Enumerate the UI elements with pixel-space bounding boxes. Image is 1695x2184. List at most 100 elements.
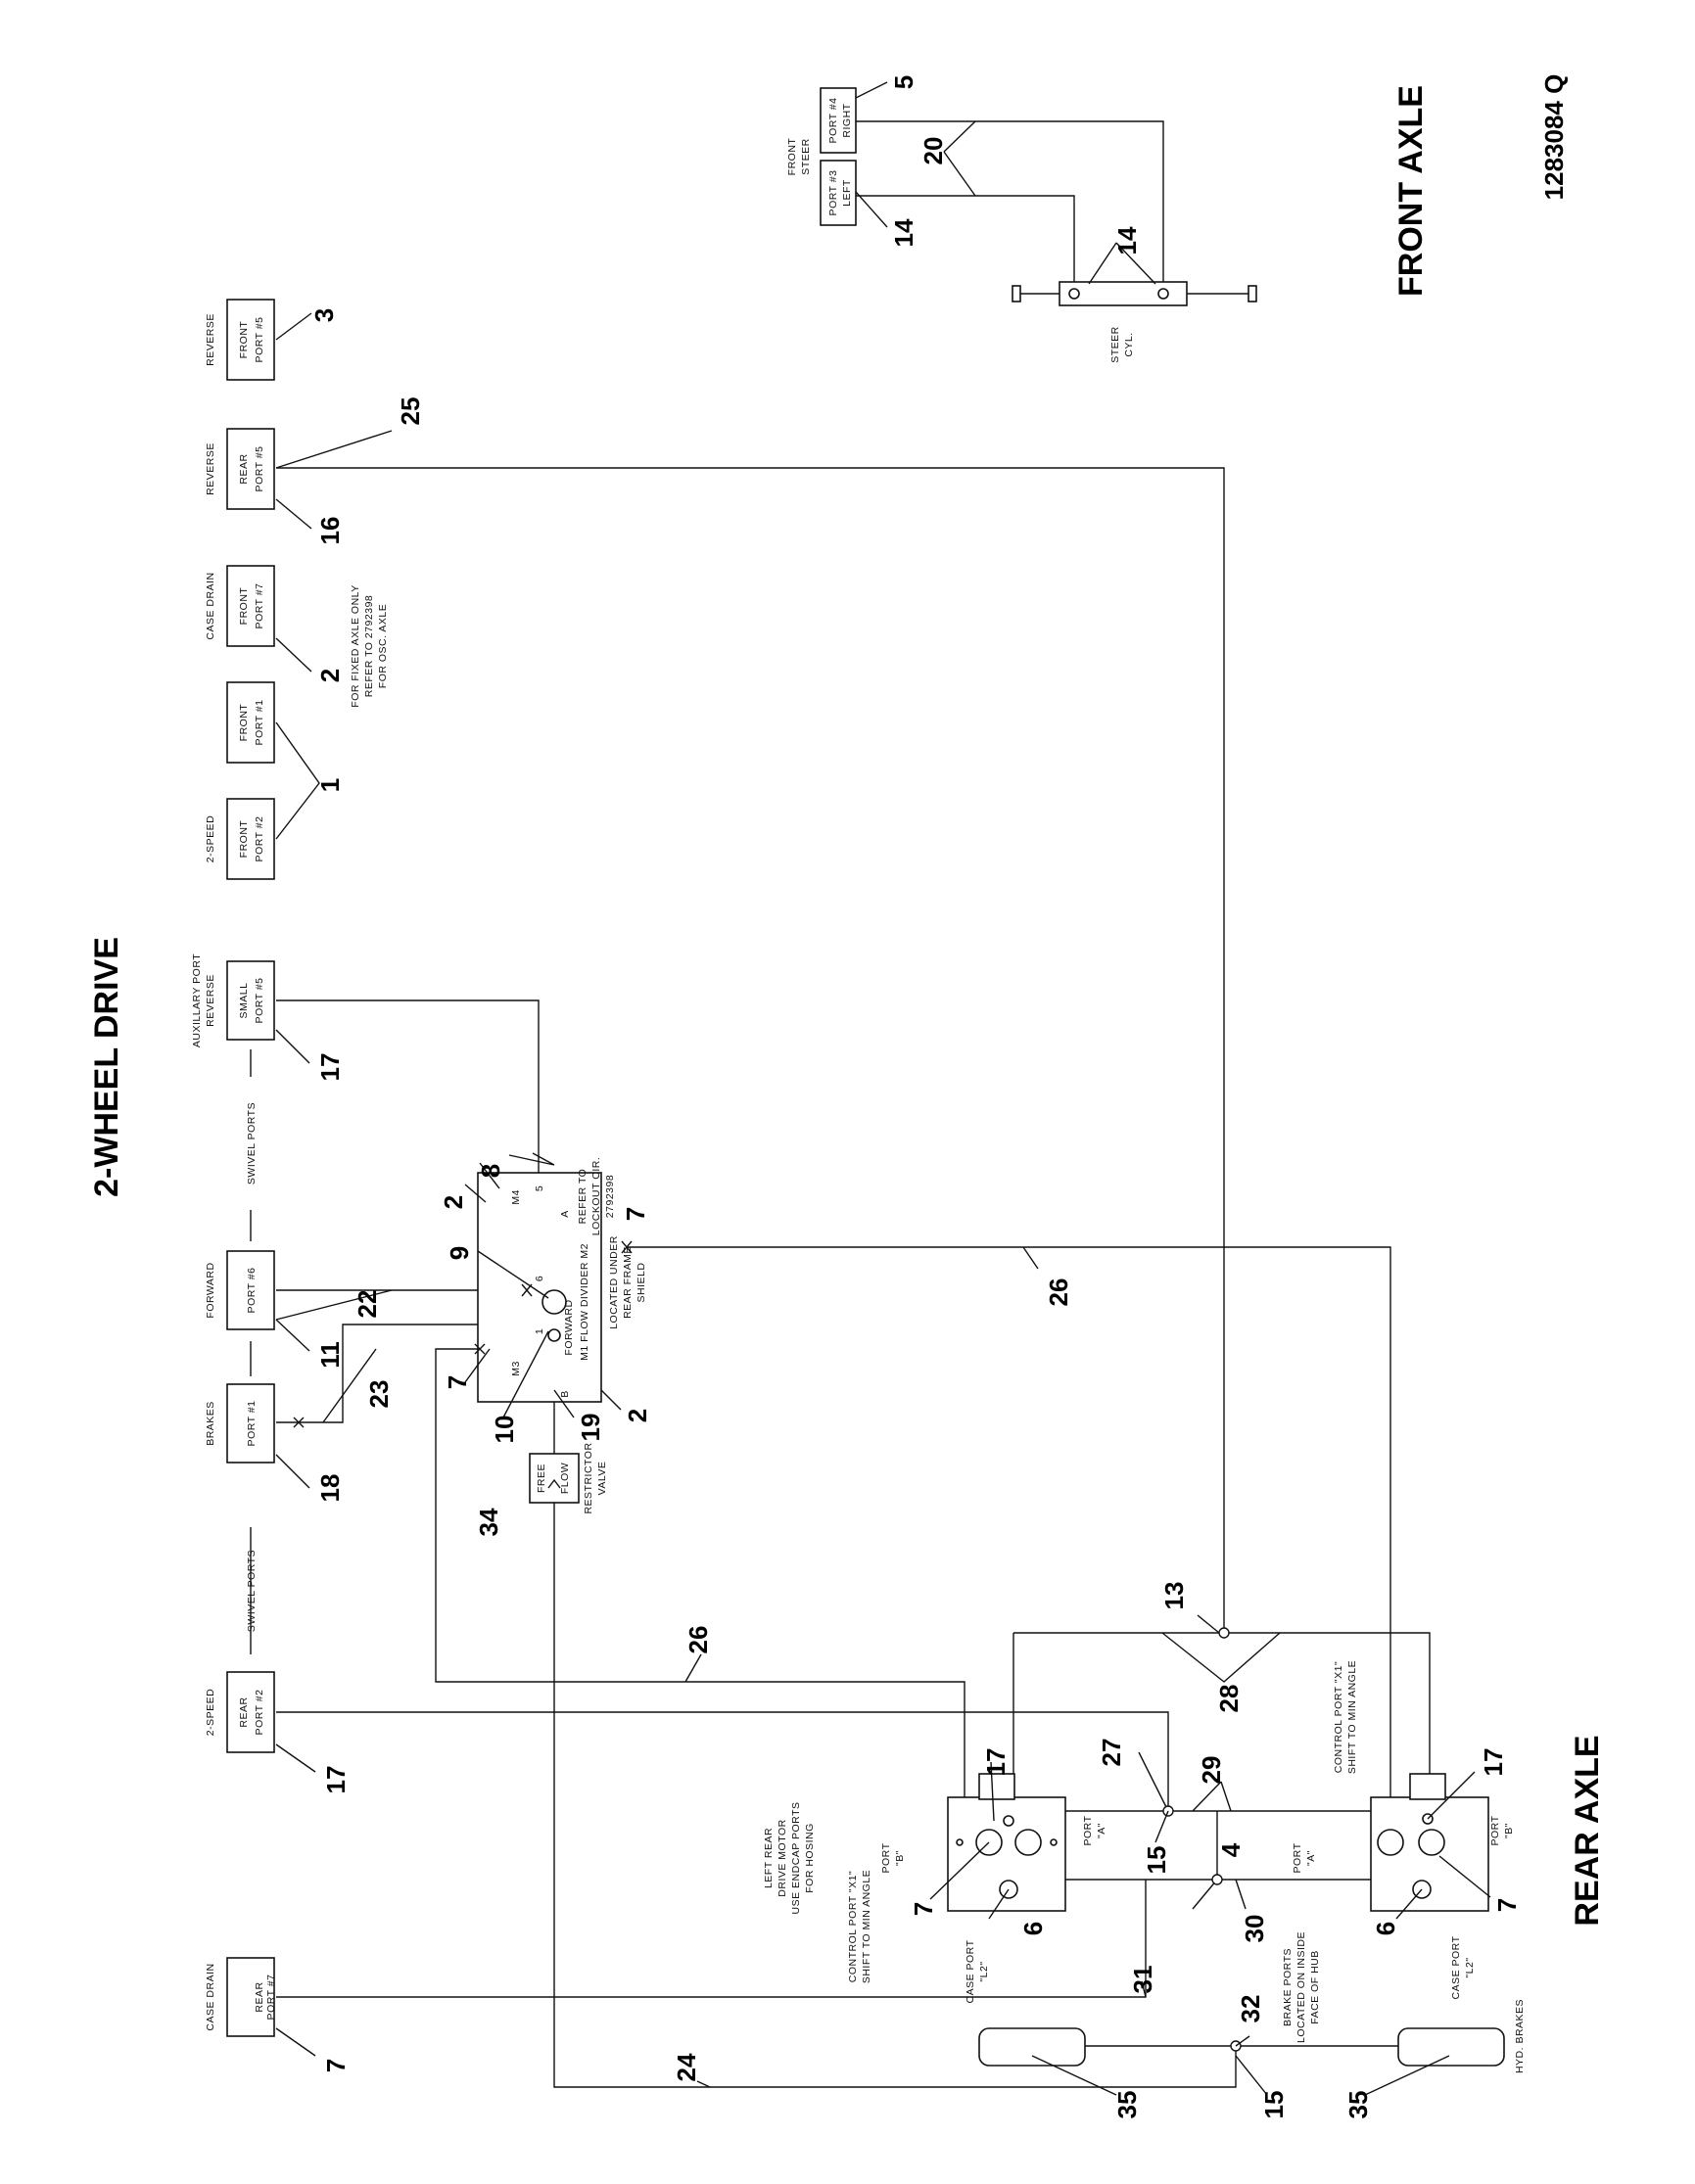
flow-divider-body bbox=[477, 1172, 602, 1403]
title-front-axle: FRONT AXLE bbox=[1392, 85, 1430, 297]
brakes-l1: BRAKES bbox=[205, 1401, 216, 1446]
svg-text:SHIFT TO MIN ANGLE: SHIFT TO MIN ANGLE bbox=[861, 1870, 872, 1983]
svg-text:FOR OSC. AXLE: FOR OSC. AXLE bbox=[377, 604, 389, 688]
case-drain-front-l1: CASE DRAIN bbox=[205, 572, 216, 639]
callout-1: 1 bbox=[315, 778, 345, 792]
svg-text:PORT: PORT bbox=[1082, 1815, 1094, 1845]
swivel-ports-upper: SWIVEL PORTS bbox=[246, 1102, 258, 1185]
svg-text:CONTROL PORT "X1": CONTROL PORT "X1" bbox=[1333, 1661, 1344, 1773]
callout-23: 23 bbox=[364, 1380, 394, 1409]
divider-port-1 bbox=[547, 1328, 561, 1342]
callout-4: 4 bbox=[1216, 1842, 1246, 1857]
forward-box bbox=[226, 1250, 275, 1330]
svg-text:"B": "B" bbox=[894, 1850, 906, 1866]
divider-name-l1: FORWARD bbox=[563, 1299, 575, 1355]
free-flow-arrow bbox=[547, 1478, 561, 1489]
callout-28: 28 bbox=[1214, 1685, 1244, 1713]
front-port1-l2: PORT #1 bbox=[254, 700, 265, 746]
front-port1-l1: FRONT bbox=[238, 704, 250, 742]
two-speed-rear-l3: PORT #2 bbox=[254, 1690, 265, 1736]
callout-14: 14 bbox=[1112, 226, 1142, 255]
flow-divider: M4 M3 A B 5 6 1 FORWARD M1 FLOW DIVIDER … bbox=[293, 1157, 647, 1428]
port3-l1: PORT #3 bbox=[827, 170, 839, 216]
svg-text:CASE PORT: CASE PORT bbox=[1450, 1935, 1462, 1999]
two-speed-rear-l2: REAR bbox=[238, 1696, 250, 1727]
steer-cyl-l1: STEER bbox=[1109, 326, 1121, 363]
callout-7: 7 bbox=[321, 2059, 351, 2072]
svg-text:PORT: PORT bbox=[880, 1842, 892, 1873]
aux-l1: AUXILLARY PORT bbox=[191, 953, 203, 1047]
port4-right-box bbox=[820, 87, 857, 154]
node-13 bbox=[1218, 1627, 1230, 1639]
free-flow-l2: FLOW bbox=[559, 1463, 571, 1494]
node-4 bbox=[1211, 1874, 1223, 1885]
front-steer-l1: FRONT bbox=[786, 138, 798, 176]
swivel-ports-lower: SWIVEL PORTS bbox=[246, 1550, 258, 1632]
callout-17: 17 bbox=[1479, 1748, 1508, 1777]
callout-10: 10 bbox=[490, 1416, 519, 1444]
callout-17: 17 bbox=[981, 1748, 1011, 1777]
case-drain-front-box bbox=[226, 565, 275, 647]
callout-15: 15 bbox=[1259, 2091, 1289, 2119]
callout-26: 26 bbox=[1044, 1278, 1073, 1307]
case-drain-rear-box bbox=[226, 1957, 275, 2037]
title-2-wheel-drive: 2-WHEEL DRIVE bbox=[88, 937, 125, 1197]
callout-7: 7 bbox=[443, 1375, 472, 1389]
front-port1-box bbox=[226, 681, 275, 764]
svg-text:BRAKE PORTS: BRAKE PORTS bbox=[1282, 1948, 1294, 2026]
restrictor-body bbox=[529, 1453, 580, 1504]
aux-reverse-box bbox=[226, 960, 275, 1041]
steer-cylinder: STEER CYL. bbox=[1012, 242, 1257, 363]
brakes-l2: PORT #1 bbox=[246, 1401, 258, 1447]
drawing-number: 1283084 Q bbox=[1539, 74, 1569, 201]
plug-x-m2 bbox=[621, 1240, 633, 1254]
callout-11: 11 bbox=[315, 1341, 345, 1369]
reverse-rear-box bbox=[226, 428, 275, 510]
callout-18: 18 bbox=[315, 1474, 345, 1503]
callout-17: 17 bbox=[315, 1053, 345, 1082]
divider-note-l1: LOCATED UNDER bbox=[608, 1235, 620, 1329]
callout-22: 22 bbox=[353, 1290, 382, 1319]
port4-l2: RIGHT bbox=[841, 103, 853, 137]
svg-text:"A": "A" bbox=[1305, 1850, 1317, 1866]
callout-24: 24 bbox=[672, 2053, 701, 2081]
restrictor-l1: RESTRICTOR bbox=[583, 1442, 594, 1513]
svg-text:"L2": "L2" bbox=[978, 1961, 990, 1981]
svg-text:"A": "A" bbox=[1096, 1823, 1107, 1838]
titles: 2-WHEEL DRIVE FRONT AXLE REAR AXLE 12830… bbox=[88, 74, 1606, 1927]
steer-port-left bbox=[1068, 288, 1080, 300]
callout-35: 35 bbox=[1343, 2091, 1373, 2119]
divider-b: B bbox=[559, 1390, 571, 1398]
svg-text:FOR FIXED AXLE ONLY: FOR FIXED AXLE ONLY bbox=[350, 584, 361, 707]
callout-16: 16 bbox=[315, 517, 345, 545]
callout-30: 30 bbox=[1240, 1915, 1269, 1943]
steer-port-right bbox=[1157, 288, 1169, 300]
aux-l4: PORT #5 bbox=[254, 978, 265, 1024]
callout-numbers: 7 17 18 11 17 1 2 16 3 25 5 20 14 14 22 … bbox=[309, 75, 1522, 2119]
restrictor-valve: FREE FLOW RESTRICTOR VALVE bbox=[529, 1442, 608, 1514]
callout-34: 34 bbox=[474, 1508, 503, 1536]
callout-20: 20 bbox=[918, 137, 948, 165]
divider-p5: 5 bbox=[534, 1185, 545, 1191]
callout-2: 2 bbox=[315, 669, 345, 682]
hose-lines bbox=[276, 120, 1431, 2088]
svg-text:REFER TO 2792398: REFER TO 2792398 bbox=[363, 595, 375, 698]
svg-text:USE ENDCAP PORTS: USE ENDCAP PORTS bbox=[790, 1802, 802, 1915]
svg-text:SHIFT TO MIN ANGLE: SHIFT TO MIN ANGLE bbox=[1346, 1660, 1358, 1774]
callout-9: 9 bbox=[445, 1246, 474, 1260]
callout-15: 15 bbox=[1142, 1846, 1171, 1875]
lockout-l2: LOCKOUT CIR. bbox=[590, 1157, 602, 1235]
divider-a: A bbox=[559, 1210, 571, 1218]
callout-7: 7 bbox=[1492, 1898, 1522, 1912]
free-flow-l1: FREE bbox=[536, 1464, 547, 1493]
case-drain-rear-l3: PORT #7 bbox=[265, 1975, 277, 2021]
divider-p1: 1 bbox=[534, 1328, 545, 1334]
callout-7: 7 bbox=[621, 1207, 650, 1221]
reverse-front-l2: FRONT bbox=[238, 321, 250, 359]
reverse-front-box bbox=[226, 299, 275, 381]
callout-6: 6 bbox=[1018, 1922, 1048, 1935]
callout-17: 17 bbox=[321, 1766, 351, 1794]
case-drain-rear-l2: REAR bbox=[254, 1981, 265, 2012]
svg-text:CONTROL PORT "X1": CONTROL PORT "X1" bbox=[847, 1871, 859, 1982]
